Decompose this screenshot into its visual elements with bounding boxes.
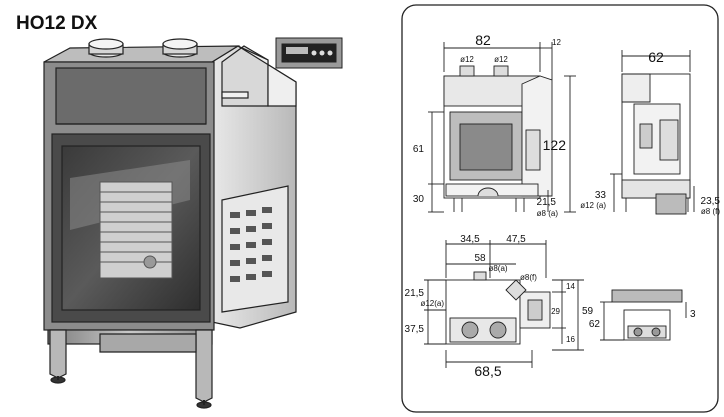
front-view-drawing <box>428 42 576 213</box>
front-door-height-label: 61 <box>413 144 425 155</box>
side-view-drawing <box>610 50 695 215</box>
top-right-total-label: 59 <box>582 306 594 317</box>
front-pipe-right-label: ø12 <box>494 55 508 64</box>
small-gap-label: 3 <box>690 309 696 320</box>
top-offset-label: 58 <box>474 253 486 264</box>
top-right-span-label: 47,5 <box>506 234 526 245</box>
side-outlet-height-label: 23,5 <box>701 196 721 207</box>
top-hole-a-label: ø8(a) <box>488 264 507 273</box>
top-side-dia-label: ø12(a) <box>420 299 444 308</box>
top-front-depth-label: 37,5 <box>405 324 425 335</box>
top-left-span-label: 34,5 <box>460 234 480 245</box>
top-right-bottom-label: 16 <box>566 335 575 344</box>
small-depth-label: 62 <box>589 319 601 330</box>
top-right-mid-label: 29 <box>551 307 560 316</box>
front-offset-label: 12 <box>552 38 561 47</box>
small-view-drawing <box>600 289 687 341</box>
dimensions-panel <box>401 4 719 413</box>
top-hole-f-label: ø8(f) <box>520 273 537 282</box>
front-base-height-label: 30 <box>413 194 425 205</box>
front-outlet-dia-label: ø8 (a) <box>537 209 559 218</box>
front-height-label: 122 <box>543 137 567 153</box>
control-panel-illustration <box>275 37 343 69</box>
top-right-top-label: 14 <box>566 282 575 291</box>
side-depth-label: 62 <box>648 49 664 65</box>
product-title: HO12 DX <box>16 13 98 34</box>
front-width-label: 82 <box>475 32 491 48</box>
front-outlet-height-label: 21,5 <box>537 197 557 208</box>
stove-illustration <box>43 38 297 409</box>
side-inlet-dia-label: ø12 (a) <box>580 201 606 210</box>
top-view-drawing <box>424 240 584 368</box>
top-side-height-label: 21,5 <box>405 288 425 299</box>
front-pipe-left-label: ø12 <box>460 55 474 64</box>
side-inlet-height-label: 33 <box>595 190 607 201</box>
top-width-label: 68,5 <box>474 363 501 379</box>
side-outlet-dia-label: ø8 (f) <box>701 207 720 216</box>
